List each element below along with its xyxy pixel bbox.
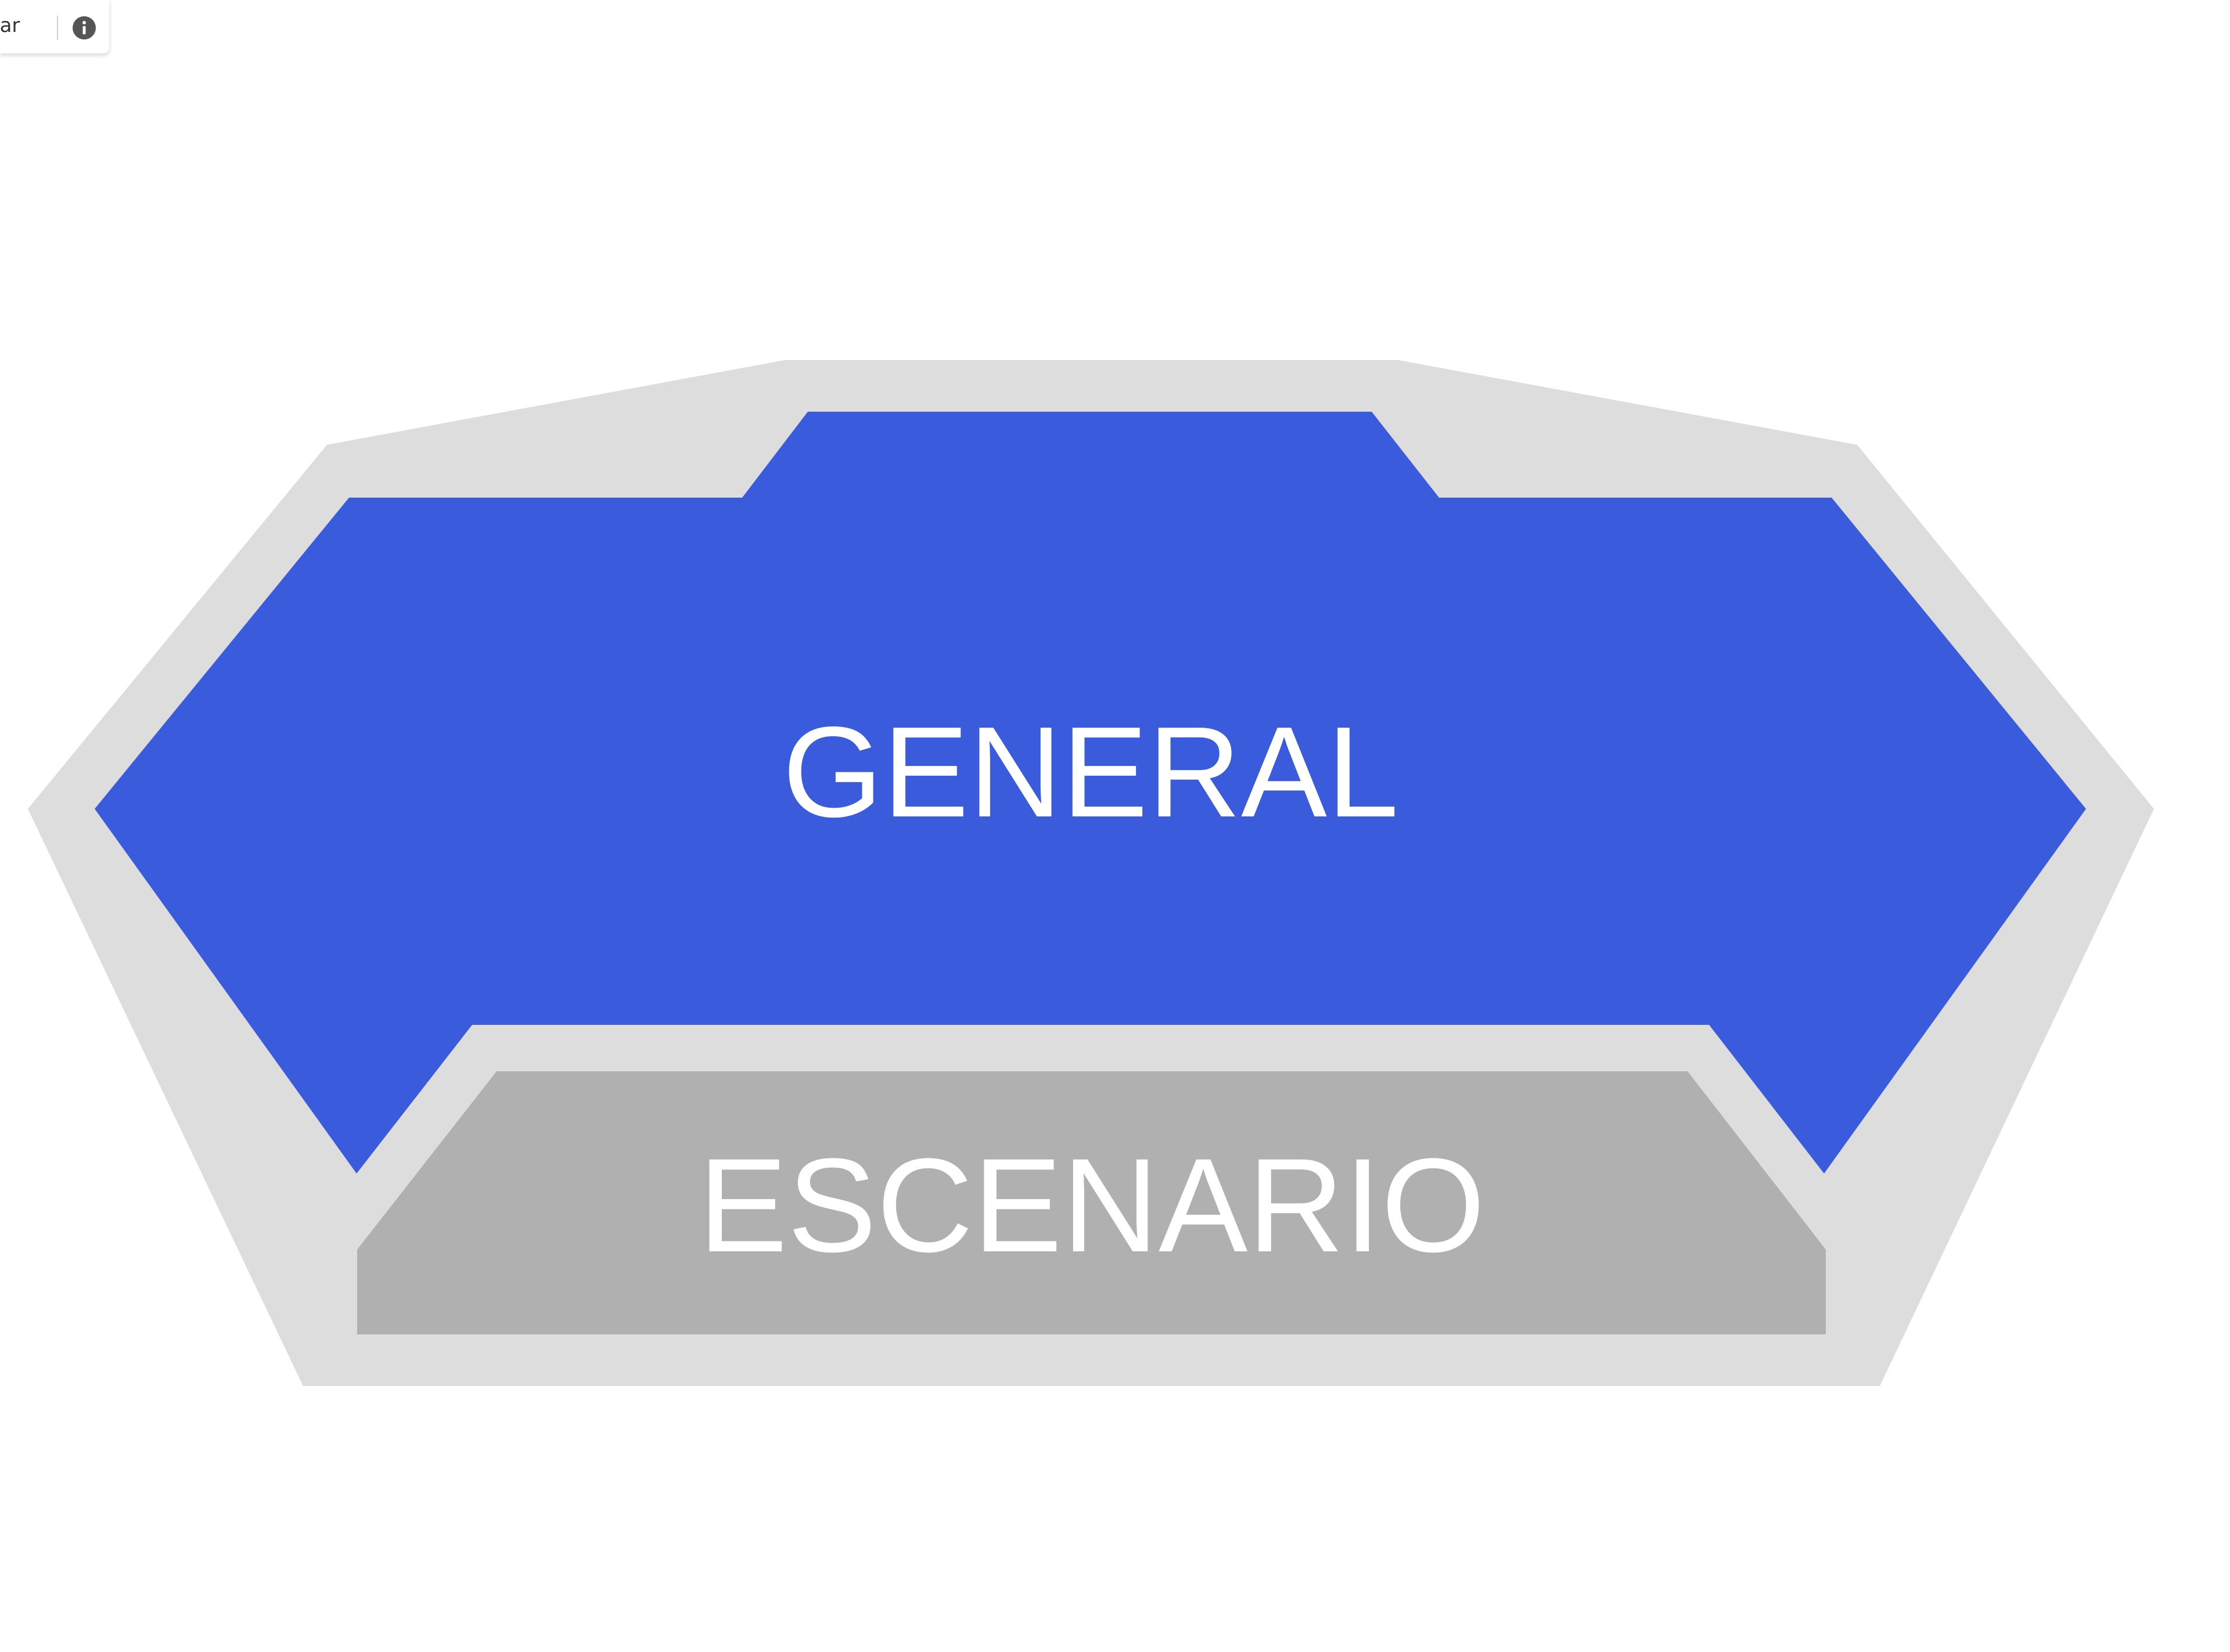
zone-escenario-shape: [357, 1071, 1826, 1334]
toolbar-divider: [57, 16, 58, 40]
toolbar-label[interactable]: dar: [0, 14, 20, 37]
map-toolbar: dar: [0, 0, 109, 53]
zone-escenario-label: ESCENARIO: [699, 1131, 1486, 1280]
zone-general-shape[interactable]: [95, 412, 2086, 1174]
zone-escenario: ESCENARIO: [357, 1071, 1826, 1334]
zone-general-label: GENERAL: [782, 700, 1398, 844]
info-icon[interactable]: [72, 16, 96, 40]
zone-general[interactable]: GENERAL: [95, 412, 2086, 1174]
